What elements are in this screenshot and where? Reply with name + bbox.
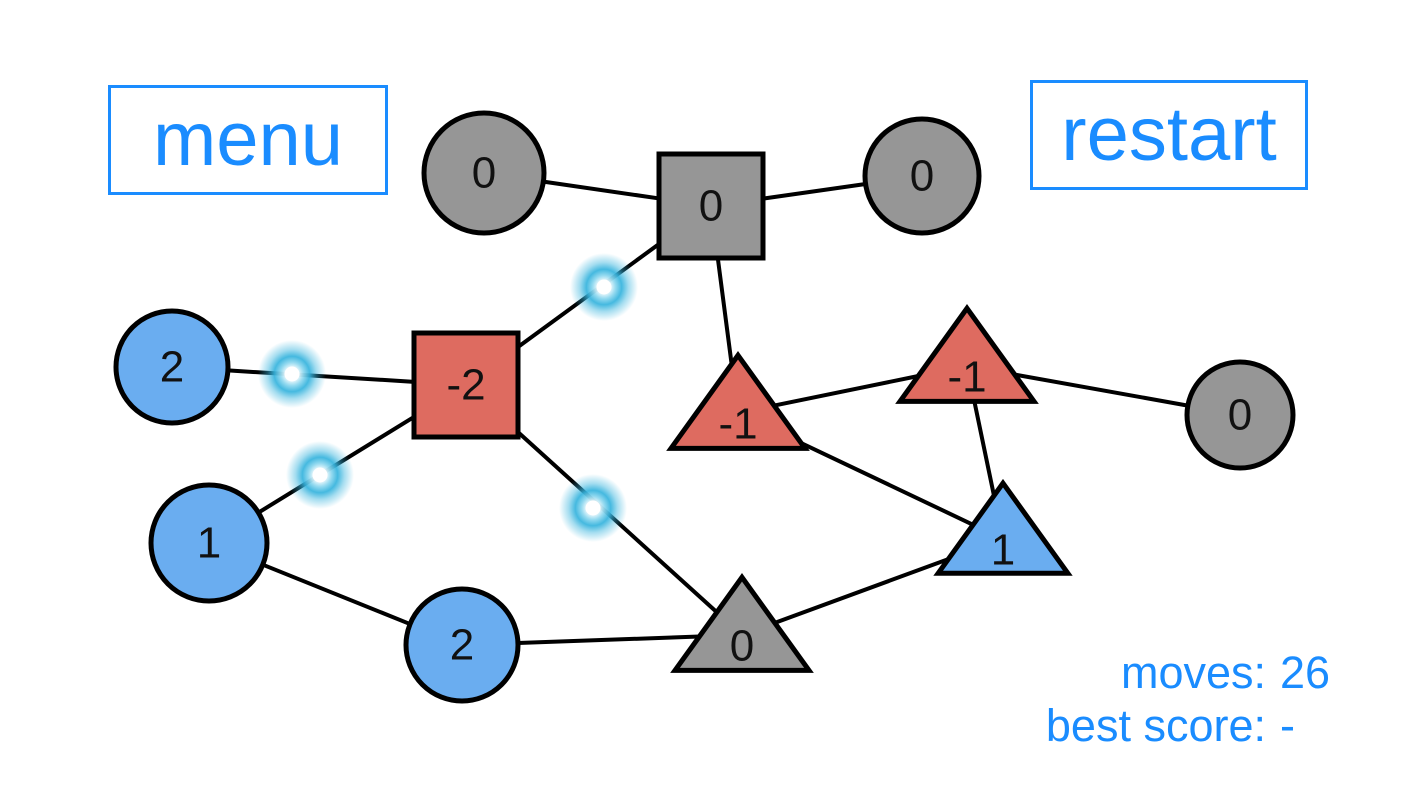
graph-node-circle-gray[interactable]: 0	[1184, 359, 1296, 471]
node-value-label: 1	[991, 525, 1015, 574]
node-value-label: 2	[160, 343, 184, 392]
graph-node-circle-gray[interactable]: 0	[862, 116, 982, 236]
graph-edge[interactable]	[260, 562, 413, 627]
node-shape	[411, 330, 521, 440]
graph-edge[interactable]	[515, 634, 702, 646]
graph-edge[interactable]	[772, 557, 951, 625]
best-score-row: best score:-	[1046, 699, 1342, 752]
restart-button[interactable]: restart	[1030, 80, 1308, 190]
node-value-label: 1	[197, 519, 221, 568]
graph-node-circle-gray[interactable]: 0	[421, 110, 547, 236]
best-score-label: best score:	[1045, 699, 1266, 751]
menu-button-label: menu	[152, 97, 344, 182]
moves-value: 26	[1280, 646, 1331, 698]
node-value-label: 2	[450, 621, 474, 670]
node-shape	[148, 482, 270, 604]
edge-marker-core	[596, 279, 612, 295]
graph-node-triangle-red[interactable]: -1	[666, 351, 810, 451]
node-shape	[113, 308, 231, 426]
node-shape	[1184, 359, 1296, 471]
graph-node-circle-blue[interactable]: 2	[403, 586, 521, 704]
node-shape	[656, 151, 766, 261]
node-value-label: 0	[910, 152, 934, 201]
menu-button[interactable]: menu	[108, 85, 388, 195]
graph-edge[interactable]	[761, 182, 868, 201]
graph-node-triangle-blue[interactable]: 1	[933, 478, 1073, 576]
restart-button-label: restart	[1061, 92, 1277, 177]
edge-marker-core	[585, 500, 601, 516]
node-value-label: 0	[1228, 391, 1252, 440]
best-score-value: -	[1280, 699, 1295, 751]
edge-marker-glow[interactable]	[286, 441, 354, 509]
edge-marker-core	[284, 366, 300, 382]
node-shape	[421, 110, 547, 236]
node-value-label: 0	[730, 622, 754, 671]
moves-row: moves: 26	[1046, 646, 1342, 699]
moves-label: moves:	[1120, 646, 1266, 698]
graph-node-triangle-gray[interactable]: 0	[670, 573, 814, 673]
graph-node-circle-blue[interactable]: 2	[113, 308, 231, 426]
graph-node-square-gray[interactable]: 0	[656, 151, 766, 261]
node-shape	[862, 116, 982, 236]
edge-marker-layer[interactable]	[258, 253, 638, 542]
node-value-label: 0	[699, 182, 723, 231]
node-shape	[666, 351, 810, 451]
node-shape	[895, 304, 1039, 404]
edge-marker-glow[interactable]	[559, 474, 627, 542]
graph-edge[interactable]	[772, 373, 921, 408]
node-shape	[933, 478, 1073, 576]
graph-node-triangle-red[interactable]: -1	[895, 304, 1039, 404]
node-value-label: -1	[947, 353, 986, 402]
node-value-label: 0	[472, 149, 496, 198]
graph-edge[interactable]	[799, 441, 976, 527]
edge-marker-glow[interactable]	[570, 253, 638, 321]
edge-marker-glow[interactable]	[258, 340, 326, 408]
graph-node-square-red[interactable]: -2	[411, 330, 521, 440]
graph-edge[interactable]	[972, 399, 996, 498]
graph-edge[interactable]	[1012, 372, 1190, 408]
edge-marker-core	[312, 467, 328, 483]
node-layer[interactable]: 0 0 0 2 -2 -1 -1 0 1 1 2 0	[113, 110, 1296, 704]
graph-edge[interactable]	[715, 256, 734, 367]
node-shape	[670, 573, 814, 673]
graph-edge[interactable]	[541, 179, 661, 201]
node-value-label: -2	[446, 361, 485, 410]
node-shape	[403, 586, 521, 704]
score-panel: moves: 26 best score:-	[1046, 646, 1342, 752]
node-value-label: -1	[718, 400, 757, 449]
graph-node-circle-blue[interactable]: 1	[148, 482, 270, 604]
